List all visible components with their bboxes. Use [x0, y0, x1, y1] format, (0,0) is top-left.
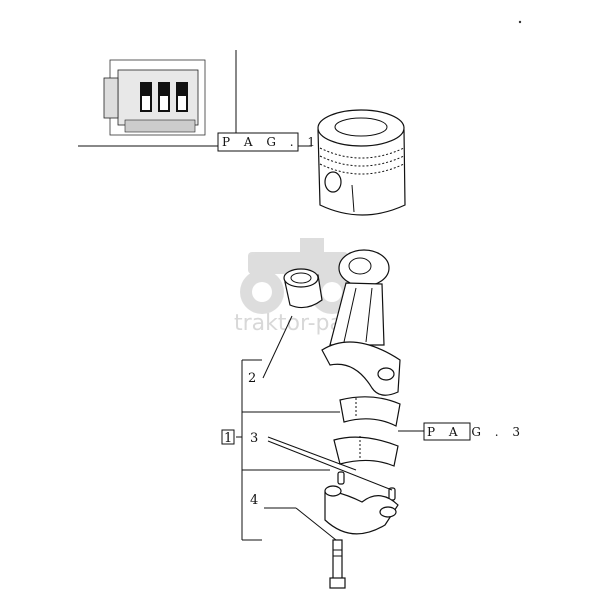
callout-brackets [236, 359, 393, 541]
callout-3-label[interactable]: 3 [250, 431, 258, 446]
callout-2-label[interactable]: 2 [248, 371, 256, 386]
callout-1-box[interactable] [221, 429, 235, 445]
dowel-pins [337, 471, 396, 501]
callout-1-label[interactable]: 1 [224, 431, 232, 446]
corner-mark [518, 20, 522, 24]
piston [317, 109, 406, 216]
callout-4-label[interactable]: 4 [250, 493, 258, 508]
bearing-shells [333, 396, 401, 467]
engine-thumbnail [103, 59, 206, 136]
connecting-rod [321, 249, 401, 396]
callout-2-leader [262, 315, 293, 379]
pag3-reference-box[interactable] [423, 422, 471, 441]
callout-4-leader-b [295, 507, 337, 541]
pag3-reference-label[interactable]: P A G . 3 [427, 425, 525, 439]
pag1-reference-label[interactable]: P A G . 1 [222, 135, 320, 149]
small-end-bushing [283, 268, 323, 309]
rod-cap [324, 485, 399, 535]
pag1-reference-box[interactable] [217, 132, 299, 152]
rod-bolt [329, 539, 346, 589]
